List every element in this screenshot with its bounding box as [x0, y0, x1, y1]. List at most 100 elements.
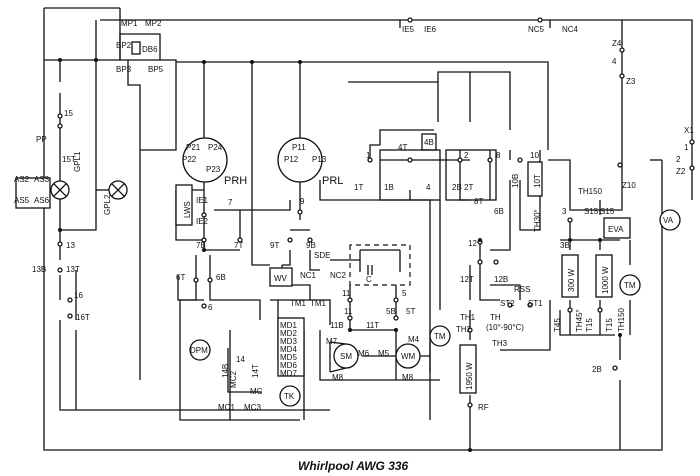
label-5b: 5B [386, 307, 396, 316]
label-13t: 13T [66, 265, 80, 274]
label-6: 6 [208, 303, 213, 312]
label-13b: 13B [32, 265, 46, 274]
db6-element [131, 41, 141, 55]
label-s4t: 4T [398, 143, 407, 152]
label-ie5: IE5 [402, 25, 415, 34]
label-bp2: BP2 [116, 41, 132, 50]
label-pp: PP [36, 135, 47, 144]
label-th45: TH45° [575, 309, 584, 332]
label-md5: MD5 [280, 353, 297, 362]
dpm-icon [189, 339, 211, 361]
label-md7: MD7 [280, 369, 297, 378]
label-x1: X1 [684, 126, 694, 135]
label-p24: P24 [208, 143, 223, 152]
lamp-gpl1-icon [50, 180, 70, 200]
prh-pressure-switch-icon [182, 137, 228, 183]
label-p11: P11 [292, 143, 306, 152]
label-14b: 14B [221, 364, 230, 378]
label-z3: Z3 [626, 77, 636, 86]
label-tk: TK [284, 392, 295, 401]
label-tm1-left: TM1 [290, 299, 307, 308]
wv-valve [269, 267, 293, 287]
label-as6: AS6 [34, 196, 50, 205]
label-6b: 6B [216, 273, 226, 282]
label-9t: 9T [270, 241, 279, 250]
label-gpl2: GPL2 [103, 194, 112, 215]
label-1: 1 [684, 143, 689, 152]
label-md2: MD2 [280, 329, 297, 338]
label-mc3: MC3 [244, 403, 261, 412]
heater-1000w [595, 254, 613, 298]
label-m8-right: M8 [402, 373, 414, 382]
label-th150-right: TH150 [617, 307, 626, 332]
label-th-range: (10°-90°C) [486, 323, 524, 332]
label-mp2: MP2 [145, 19, 162, 28]
label-mp1: MP1 [121, 19, 138, 28]
label-300w: 300 W [567, 268, 576, 292]
junction-dots [58, 58, 622, 452]
label-z2: Z2 [676, 167, 686, 176]
label-s8: 8 [496, 151, 501, 160]
label-c: C [366, 275, 372, 284]
label-9: 9 [300, 197, 305, 206]
label-2b: 2B [592, 365, 602, 374]
label-s2: 2 [464, 151, 469, 160]
label-th150-top: TH150 [578, 187, 603, 196]
label-p21: P21 [186, 143, 201, 152]
tm-motor-icon-right [619, 274, 641, 296]
label-s10b: 10B [511, 174, 520, 188]
label-tm-right: TM [624, 281, 636, 290]
label-s1t: 1T [354, 183, 363, 192]
label-ie2: IE2 [196, 217, 209, 226]
label-s1: 1 [366, 151, 371, 160]
label-s2t: 2T [464, 183, 473, 192]
label-prl: PRL [322, 175, 343, 187]
label-4: 4 [612, 57, 617, 66]
label-14: 14 [236, 355, 245, 364]
relay-block-2 [445, 149, 497, 201]
label-md6: MD6 [280, 361, 297, 370]
label-p22: P22 [182, 155, 197, 164]
va-icon [659, 209, 681, 231]
label-p12: P12 [284, 155, 299, 164]
label-5t: 5T [406, 307, 415, 316]
label-z4: Z4 [612, 39, 622, 48]
label-t15b: T15 [605, 318, 614, 332]
label-nc4: NC4 [562, 25, 579, 34]
label-bp5: BP5 [148, 65, 164, 74]
label-m4: M4 [408, 335, 420, 344]
label-bp3: BP3 [116, 65, 132, 74]
label-sde: SDE [314, 251, 330, 260]
label-15t: 15T [62, 155, 76, 164]
label-mc: MC [250, 387, 263, 396]
label-md4: MD4 [280, 345, 297, 354]
label-12b: 12B [494, 275, 508, 284]
label-ie6: IE6 [424, 25, 437, 34]
label-nc1: NC1 [300, 271, 317, 280]
lws-box [175, 184, 193, 226]
label-s6b: 6B [494, 207, 504, 216]
label-md3: MD3 [280, 337, 297, 346]
label-12: 12 [468, 239, 477, 248]
label-rss: RSS [514, 285, 530, 294]
label-th1: TH1 [460, 313, 476, 322]
label-gpl1: GPL1 [73, 151, 82, 172]
label-as5: AS5 [14, 196, 30, 205]
label-z10: Z10 [622, 181, 636, 190]
label-t45a: T45 [553, 318, 562, 332]
labels: MP1 MP2 BP2 BP3 BP5 DB6 IE5 IE6 NC5 NC4 … [14, 19, 694, 412]
label-11-lower: 11 [344, 307, 353, 316]
label-wv: WV [274, 274, 288, 283]
label-5: 5 [402, 289, 407, 298]
label-3: 3 [562, 207, 567, 216]
label-s15b: S15 [600, 207, 615, 216]
label-13: 13 [66, 241, 75, 250]
label-2: 2 [676, 155, 681, 164]
diagram-title: Whirlpool AWG 336 [298, 459, 409, 473]
tm-motor-icon-center [429, 325, 451, 347]
label-mc1: MC1 [218, 403, 235, 412]
label-m8-left: M8 [332, 373, 344, 382]
label-7: 7 [228, 198, 233, 207]
label-s10t: 10T [533, 174, 542, 188]
label-m7: M7 [326, 337, 338, 346]
